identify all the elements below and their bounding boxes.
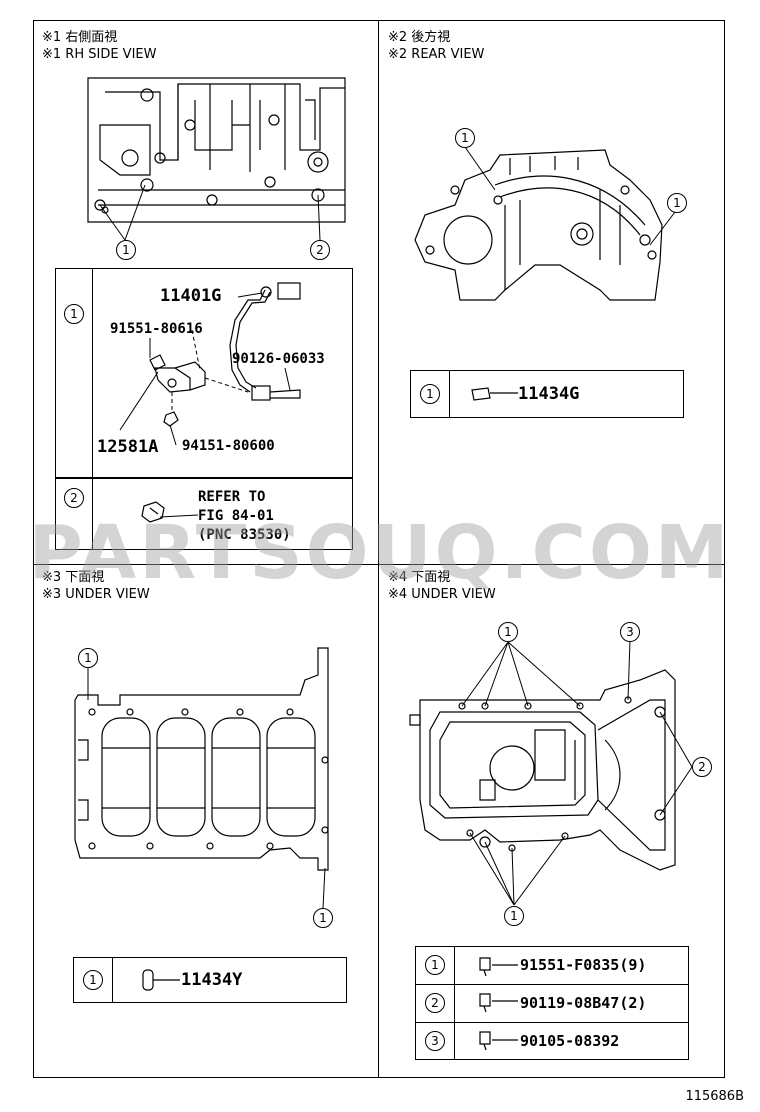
under4-callout-1-top: 1 — [498, 622, 518, 642]
callout-2: 2 — [310, 240, 330, 260]
part-number-11401g: 11401G — [160, 286, 222, 306]
refer-line-3: (PNC 83530) — [198, 527, 291, 543]
diagram-frame — [33, 20, 725, 1078]
part-number-91551-80616: 91551-80616 — [110, 321, 203, 337]
table-key-1: 1 — [64, 304, 84, 324]
rh-side-caption-en: ※1 RH SIDE VIEW — [42, 47, 157, 62]
under3-callout-1a: 1 — [78, 648, 98, 668]
part-number-94151-80600: 94151-80600 — [182, 438, 275, 454]
under3-caption-en: ※3 UNDER VIEW — [42, 587, 150, 602]
under4-table-key-3: 3 — [425, 1031, 445, 1051]
under3-table-key-column — [73, 957, 113, 1003]
part-number-12581a: 12581A — [97, 437, 159, 457]
rear-table-key-column — [410, 370, 450, 418]
under4-table-key-1: 1 — [425, 955, 445, 975]
rear-caption-en: ※2 REAR VIEW — [388, 47, 485, 62]
rear-caption-jp: ※2 後方視 — [388, 30, 451, 45]
under3-parts-table — [73, 957, 347, 1003]
under4-callout-2: 2 — [692, 757, 712, 777]
refer-line-2: FIG 84-01 — [198, 508, 274, 524]
under4-caption-jp: ※4 下面視 — [388, 570, 451, 585]
part-number-90126-06033: 90126-06033 — [232, 351, 325, 367]
rh-side-parts-table-row1 — [55, 268, 353, 478]
under4-table-key-column — [415, 946, 455, 1060]
part-number-11434g: 11434G — [518, 384, 580, 404]
refer-line-1: REFER TO — [198, 489, 266, 505]
under4-table-key-2: 2 — [425, 993, 445, 1013]
rh-side-table-key-column — [55, 268, 93, 550]
under4-callout-1-bottom: 1 — [504, 906, 524, 926]
rh-side-parts-table-row2 — [55, 478, 353, 550]
part-number-90119-08b47: 90119-08B47(2) — [520, 994, 647, 1012]
under4-table-divider-1 — [415, 984, 689, 985]
under4-parts-table — [415, 946, 689, 1060]
horizontal-divider — [33, 564, 725, 565]
rh-side-caption-jp: ※1 右側面視 — [42, 30, 118, 45]
under4-callout-3: 3 — [620, 622, 640, 642]
part-number-91551-f0835: 91551-F0835(9) — [520, 956, 647, 974]
vertical-divider — [378, 20, 379, 1078]
part-number-90105-08392: 90105-08392 — [520, 1032, 620, 1050]
rear-callout-1a: 1 — [455, 128, 475, 148]
figure-number: 115686B — [685, 1089, 744, 1104]
table-key-2: 2 — [64, 488, 84, 508]
callout-1: 1 — [116, 240, 136, 260]
under3-caption-jp: ※3 下面視 — [42, 570, 105, 585]
part-number-11434y: 11434Y — [181, 970, 243, 990]
under4-caption-en: ※4 UNDER VIEW — [388, 587, 496, 602]
rear-callout-1b: 1 — [667, 193, 687, 213]
rear-parts-table — [410, 370, 684, 418]
under3-table-key-1: 1 — [83, 970, 103, 990]
watermark: PARTSOUQ.COM — [28, 510, 732, 596]
under3-callout-1b: 1 — [313, 908, 333, 928]
rear-table-key-1: 1 — [420, 384, 440, 404]
under4-table-divider-2 — [415, 1022, 689, 1023]
